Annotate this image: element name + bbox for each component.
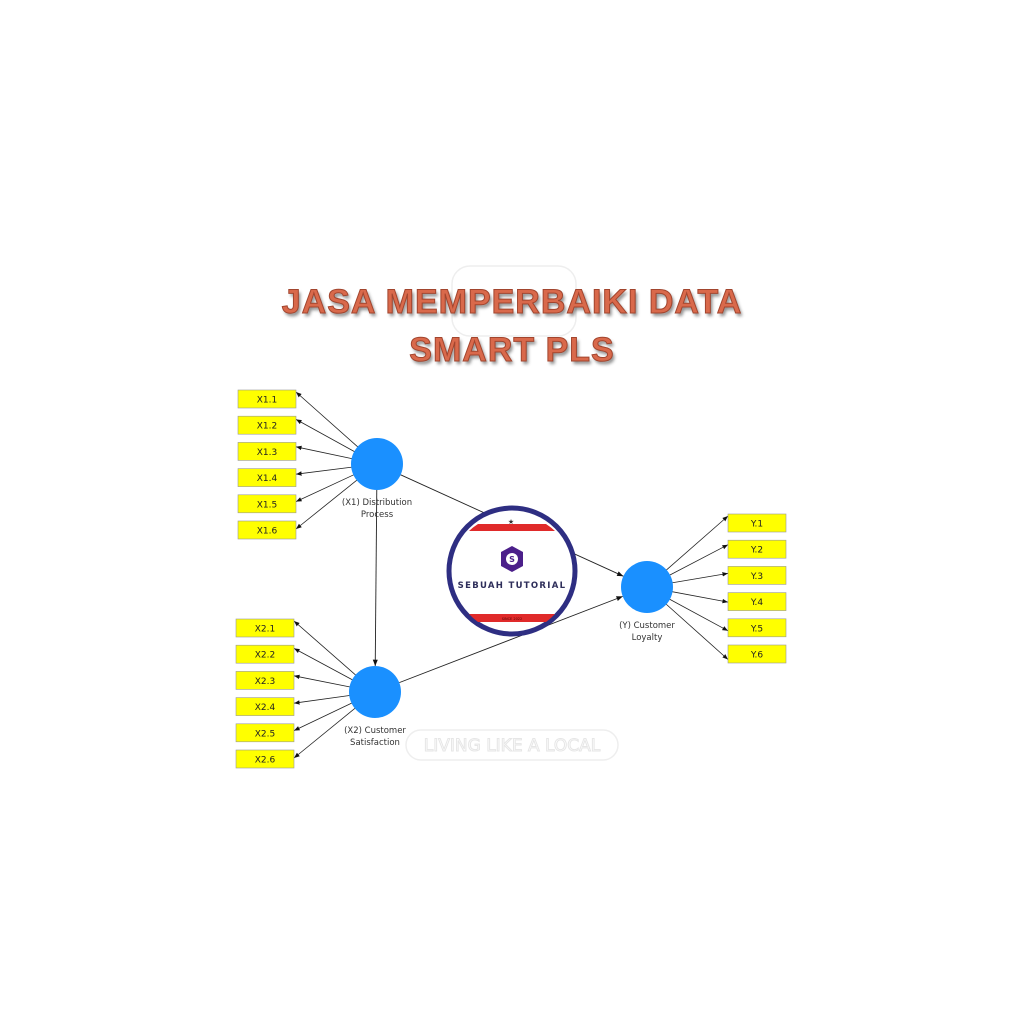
- loading-arrow: [666, 597, 729, 632]
- watermark-text: LIVING LIKE A LOCAL: [424, 736, 601, 756]
- indicator-box[interactable]: [235, 749, 295, 769]
- indicator-box[interactable]: [727, 618, 787, 638]
- construct-x1[interactable]: [351, 438, 403, 490]
- sebuah-tutorial-logo: ★ S SEBUAH TUTORIAL SINCE 2022: [446, 505, 578, 637]
- indicator-label: X2.4: [255, 703, 276, 713]
- indicator-box[interactable]: [237, 415, 297, 435]
- loading-arrow: [295, 419, 358, 454]
- indicator-label: X1.2: [257, 422, 277, 432]
- indicator-label: Y.6: [750, 651, 764, 661]
- loading-arrow: [293, 701, 356, 731]
- loading-arrow: [293, 694, 354, 705]
- indicator-label: X1.6: [257, 527, 278, 537]
- loading-arrow: [668, 590, 729, 604]
- indicator-box[interactable]: [727, 592, 787, 611]
- indicator-label: X1.1: [257, 396, 277, 406]
- path-arrow-x2-y: [399, 595, 623, 684]
- indicator-box[interactable]: [727, 566, 787, 585]
- path-arrow-x1-x2: [372, 489, 378, 667]
- construct-label: Satisfaction: [350, 738, 400, 748]
- indicator-label: X2.5: [255, 729, 275, 739]
- loading-arrow: [295, 391, 361, 450]
- indicator-box[interactable]: [237, 389, 297, 409]
- construct-label: (X2) Customer: [344, 726, 406, 736]
- loading-arrow: [293, 705, 359, 759]
- star-icon: ★: [508, 518, 514, 526]
- indicator-label: Y.5: [750, 624, 763, 634]
- indicator-box[interactable]: [235, 723, 295, 743]
- loading-arrow: [293, 648, 356, 682]
- indicator-label: X2.6: [255, 756, 276, 766]
- indicator-label: Y.1: [750, 520, 763, 530]
- indicator-box[interactable]: [727, 513, 787, 533]
- indicator-label: X1.3: [257, 448, 277, 458]
- loading-arrow: [295, 466, 356, 476]
- indicator-box[interactable]: [237, 520, 297, 540]
- indicator-box[interactable]: [237, 494, 297, 514]
- indicator-label: X2.1: [255, 625, 275, 635]
- loading-arrow: [666, 544, 729, 578]
- indicator-label: Y.2: [750, 546, 763, 556]
- construct-y[interactable]: [621, 561, 673, 613]
- indicator-label: X1.4: [257, 474, 278, 484]
- indicator-box[interactable]: [727, 539, 787, 559]
- construct-label: (X1) Distribution: [342, 498, 412, 508]
- indicator-box[interactable]: [235, 697, 295, 716]
- indicator-label: Y.3: [750, 572, 763, 582]
- loading-arrow: [293, 620, 359, 678]
- construct-label: Process: [361, 510, 394, 520]
- loading-arrow: [293, 674, 354, 689]
- logo-since: SINCE 2022: [502, 617, 523, 621]
- indicator-box[interactable]: [235, 618, 295, 638]
- loading-arrow: [295, 472, 358, 502]
- loading-arrow: [295, 445, 356, 460]
- title-line-2: SMART PLS: [409, 331, 615, 370]
- indicator-label: Y.4: [750, 598, 764, 608]
- construct-x2[interactable]: [349, 666, 401, 718]
- construct-label: (Y) Customer: [619, 621, 675, 631]
- indicator-label: X2.2: [255, 651, 275, 661]
- indicator-label: X1.5: [257, 500, 277, 510]
- indicator-box[interactable]: [235, 644, 295, 664]
- title-line-1: JASA MEMPERBAIKI DATA: [281, 283, 743, 322]
- indicator-box[interactable]: [237, 468, 297, 487]
- loading-arrow: [295, 477, 361, 530]
- indicator-box[interactable]: [237, 442, 297, 461]
- construct-label: Loyalty: [632, 633, 663, 643]
- loading-arrow: [663, 601, 729, 660]
- loading-arrow: [668, 572, 729, 584]
- logo-name: SEBUAH TUTORIAL: [458, 581, 567, 591]
- indicator-box[interactable]: [235, 671, 295, 690]
- indicator-box[interactable]: [727, 644, 787, 664]
- indicator-label: X2.3: [255, 677, 275, 687]
- loading-arrow: [663, 515, 729, 573]
- svg-text:S: S: [509, 555, 515, 564]
